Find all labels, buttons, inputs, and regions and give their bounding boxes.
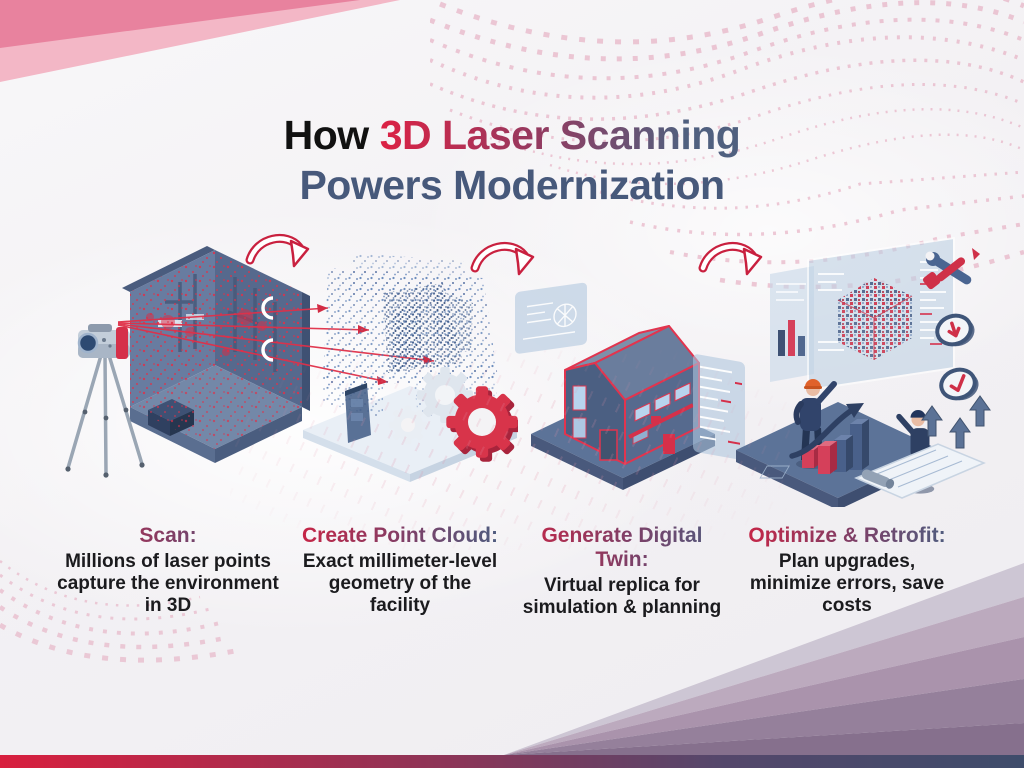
download-badge-icon [935, 313, 975, 347]
red-gear-icon [446, 386, 518, 462]
holo-screen-main [807, 237, 955, 391]
step-heading: Create Point Cloud: [297, 524, 503, 548]
process-arrow-1 [243, 228, 313, 280]
corner-fan-bottom-right [504, 563, 1024, 755]
illustration-scan-room [65, 246, 310, 478]
pipe [861, 469, 895, 489]
tools-icon [922, 248, 980, 290]
illustration-point-cloud [303, 253, 518, 482]
bar-chart-3d [789, 403, 869, 474]
process-arrow-2 [468, 236, 538, 288]
bar-red-big [818, 441, 837, 474]
isometric-room [122, 246, 310, 463]
orange-hardhat [805, 379, 821, 387]
step-body: Plan upgrades, minimize errors, save cos… [749, 551, 945, 617]
step-body: Exact millimeter-level geometry of the f… [302, 551, 498, 617]
title-highlight: 3D Laser Scanning [379, 112, 741, 159]
ghost-gears [388, 367, 473, 445]
step-body: Virtual replica for simulation & plannin… [522, 575, 722, 619]
tripod-feet [65, 407, 145, 478]
step-heading: Scan: [56, 524, 280, 548]
process-arrow-3 [696, 236, 766, 288]
bottom-gradient-bar [0, 755, 1024, 768]
data-panel-right [693, 354, 745, 460]
blueprint-upgrade-plan [759, 395, 991, 499]
wall-clamp-rings [261, 296, 274, 362]
step-body: Millions of laser points capture the env… [57, 551, 279, 617]
building-windows [572, 382, 691, 445]
illustration-digital-twin [515, 282, 745, 490]
illustration-optimize-retrofit [736, 237, 991, 507]
step-caption-digital-twin: Generate Digital Twin: Virtual replica f… [512, 524, 732, 619]
step-heading: Generate Digital Twin: [512, 524, 732, 572]
dotted-cabinet [345, 383, 371, 443]
navy-cap [910, 410, 926, 418]
check-badge-icon [939, 367, 979, 401]
upgrade-arrows [921, 395, 991, 449]
trend-arrow [789, 407, 855, 459]
step-caption-point-cloud: Create Point Cloud: Exact millimeter-lev… [297, 524, 503, 617]
title-line2: Powers Modernization [299, 161, 725, 208]
laser-scanner-tripod [65, 324, 145, 478]
corner-band-top-left [0, 0, 400, 82]
building-details [599, 403, 694, 461]
holo-screen-small [770, 266, 814, 382]
step-heading: Optimize & Retrofit: [741, 524, 953, 548]
diagonal-hatch-texture [230, 350, 790, 550]
halftone-swirl-bottom-left [0, 560, 246, 663]
blueprint-panel-left [515, 282, 587, 354]
scanner-body [77, 324, 130, 359]
step-caption-optimize: Optimize & Retrofit: Plan upgrades, mini… [741, 524, 953, 617]
title-prefix: How [283, 112, 370, 159]
step-caption-scan: Scan: Millions of laser points capture t… [56, 524, 280, 617]
